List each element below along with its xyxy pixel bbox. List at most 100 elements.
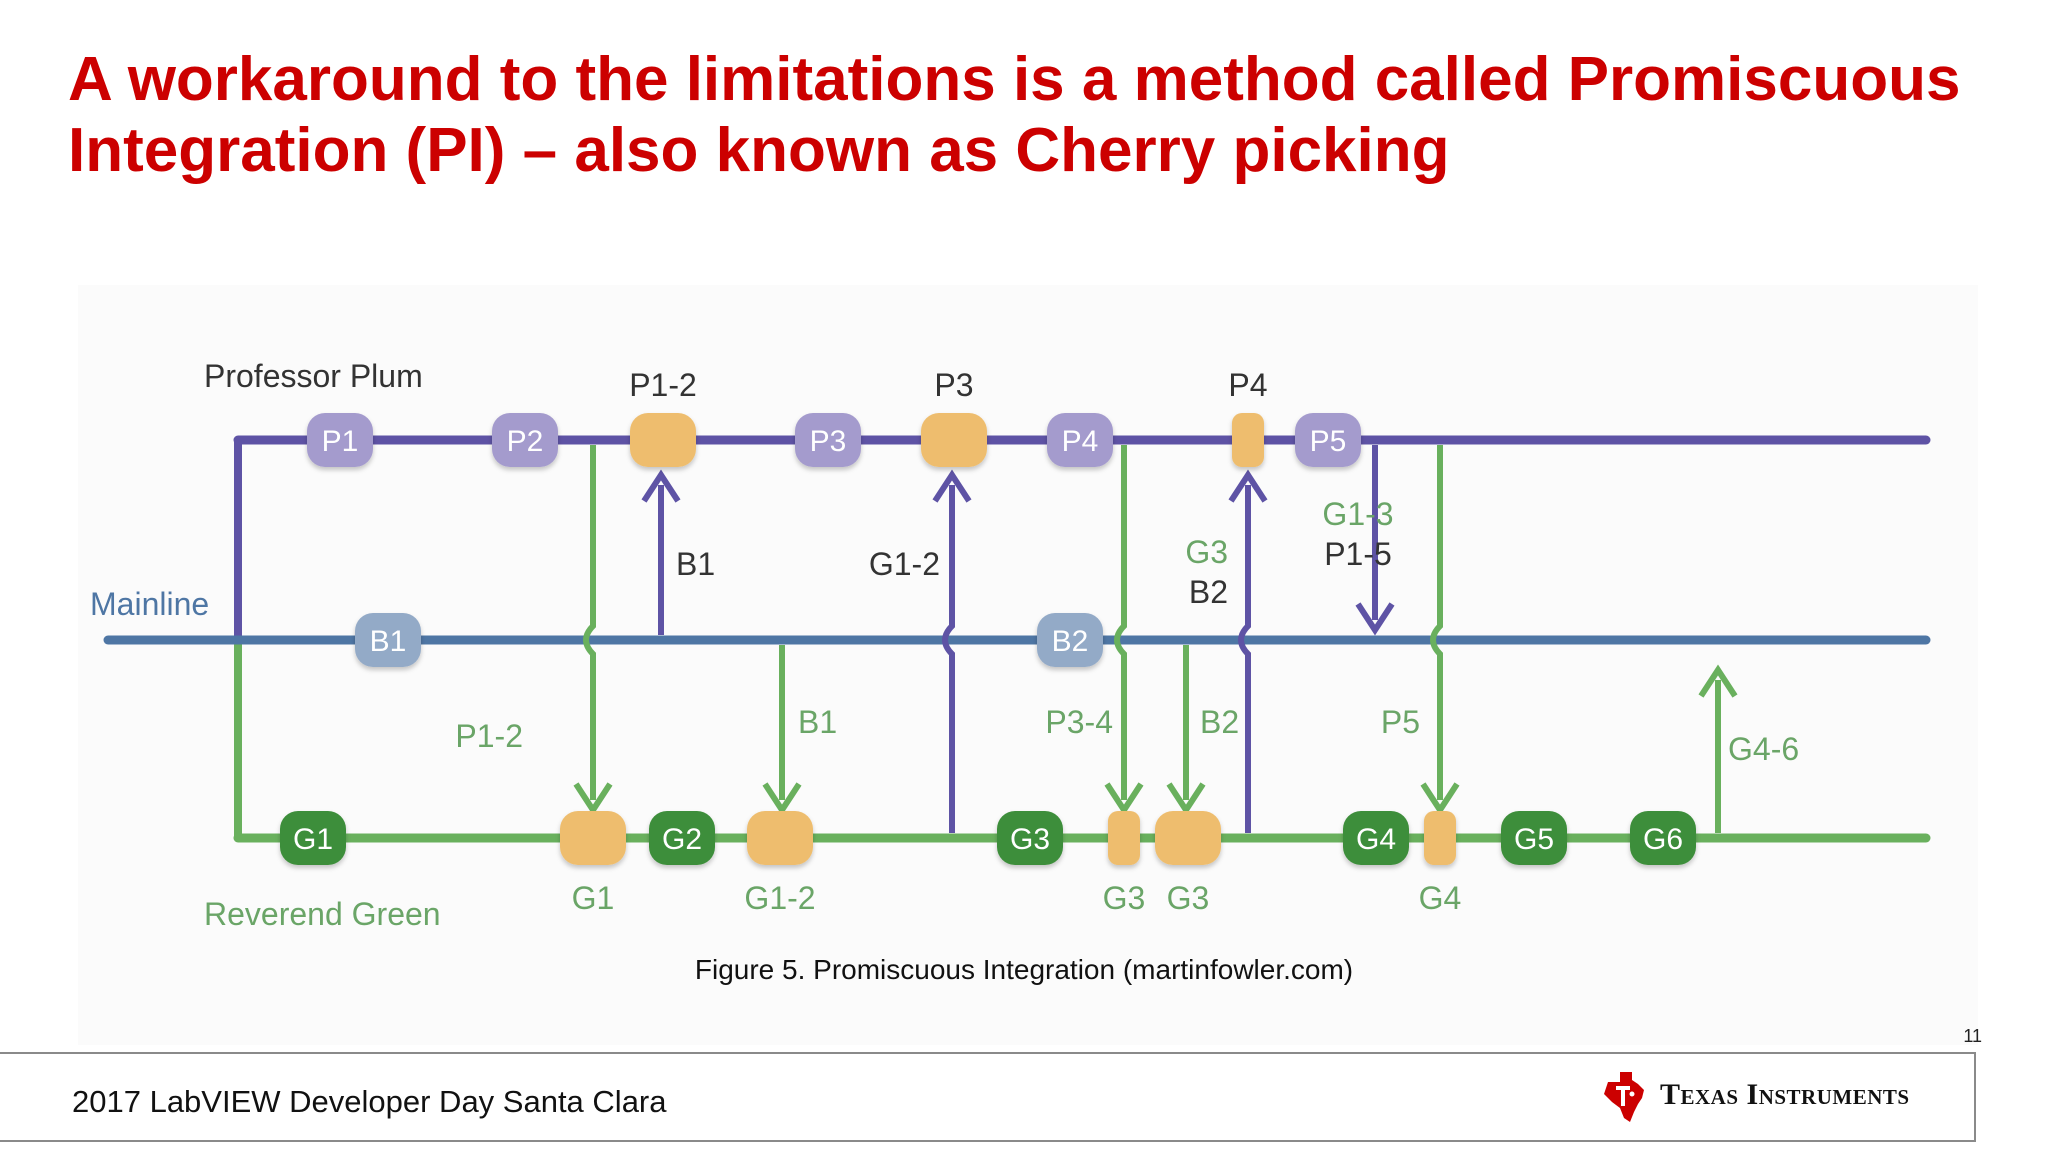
transfer-p5: P5	[1381, 445, 1460, 816]
commit-node	[1155, 811, 1221, 865]
commit-node	[280, 811, 346, 865]
transfer-label: G4-6	[1728, 731, 1799, 767]
transfer-g1-3-p1-5: G1-3P1-5	[1322, 445, 1395, 636]
arrow-head	[1420, 782, 1460, 816]
transfer-b1: B1	[762, 645, 837, 816]
commit-node	[1501, 811, 1567, 865]
ti-wordmark: Texas Instruments	[1660, 1078, 1910, 1111]
transfer-label: B2	[1189, 574, 1228, 610]
commit-node	[1424, 811, 1456, 865]
arrow-head	[1228, 469, 1268, 503]
commit-node	[1047, 413, 1113, 467]
transfer-g4-6: G4-6	[1698, 664, 1799, 833]
commit-node	[997, 811, 1063, 865]
lane-label-professor-plum: Professor Plum	[204, 358, 423, 394]
arrow-head	[641, 469, 681, 503]
transfer-label: P3-4	[1045, 704, 1113, 740]
commit-p4: P4	[1047, 413, 1113, 467]
commit-g2: G2	[649, 811, 715, 865]
commit-b1: B1	[355, 613, 421, 667]
footer-bar	[0, 1052, 1976, 1142]
arrow-shaft	[583, 445, 596, 800]
commit-node	[795, 413, 861, 467]
transfer-label: B2	[1200, 704, 1239, 740]
transfer-label: P5	[1381, 704, 1420, 740]
transfer-label: B1	[676, 546, 715, 582]
arrow-shaft	[1114, 445, 1127, 800]
commit-b2: B2	[1037, 613, 1103, 667]
transfer-label: P1-2	[455, 718, 523, 754]
commit-merge: P1-2	[629, 367, 697, 467]
commit-label: G3	[1010, 823, 1050, 856]
arrow-head	[1104, 782, 1144, 816]
commit-g6: G6	[1630, 811, 1696, 865]
commit-node	[649, 811, 715, 865]
commit-caption: G3	[1103, 880, 1146, 916]
transfer-label: G1-2	[869, 546, 940, 582]
arrow-head	[573, 782, 613, 816]
commit-merge: G1-2	[744, 811, 816, 916]
commit-merge: P3	[921, 367, 987, 467]
commit-node	[921, 413, 987, 467]
commit-node	[492, 413, 558, 467]
arrow-head	[1698, 664, 1738, 698]
page-number: 11	[1963, 1026, 1982, 1046]
commit-label: G4	[1356, 823, 1396, 856]
commit-merge: G4	[1419, 811, 1461, 916]
commit-label: B2	[1052, 625, 1089, 658]
commit-label: P2	[507, 425, 544, 458]
commit-g4: G4	[1343, 811, 1409, 865]
commit-label: G6	[1643, 823, 1683, 856]
commit-caption: G3	[1167, 880, 1210, 916]
arrow-shaft	[1238, 485, 1251, 833]
arrow-head	[1355, 602, 1395, 636]
commit-caption: P1-2	[629, 367, 697, 403]
commit-node	[560, 811, 626, 865]
transfer-label: B1	[798, 704, 837, 740]
commit-merge: P4	[1228, 367, 1268, 467]
commit-node	[1295, 413, 1361, 467]
commit-label: P4	[1062, 425, 1099, 458]
transfer-p1-2: P1-2	[455, 445, 613, 816]
commit-node	[1232, 413, 1264, 467]
commit-node	[1630, 811, 1696, 865]
transfer-label: G1-3	[1322, 496, 1393, 532]
commit-node	[307, 413, 373, 467]
slide-title: A workaround to the limitations is a met…	[68, 45, 1961, 185]
commit-p5: P5	[1295, 413, 1361, 467]
commit-caption: P3	[934, 367, 973, 403]
transfer-p3-4: P3-4	[1045, 445, 1144, 816]
commit-node	[1108, 811, 1140, 865]
commit-node	[1037, 613, 1103, 667]
transfer-b2: B2	[1166, 645, 1239, 816]
commit-g1: G1	[280, 811, 346, 865]
commit-label: P5	[1310, 425, 1347, 458]
texas-instruments-logo: Texas Instruments	[1604, 1072, 1910, 1122]
arrow-head	[1166, 782, 1206, 816]
transfer-label: P1-5	[1324, 536, 1392, 572]
commit-node	[355, 613, 421, 667]
commit-g5: G5	[1501, 811, 1567, 865]
arrow-head	[762, 782, 802, 816]
commit-label: G5	[1514, 823, 1554, 856]
commit-label: P3	[810, 425, 847, 458]
commit-label: G2	[662, 823, 702, 856]
commit-caption: P4	[1228, 367, 1267, 403]
transfer-label: G3	[1185, 534, 1228, 570]
transfer-g1-2: G1-2	[869, 469, 972, 833]
commit-label: B1	[370, 625, 407, 658]
commit-merge: G1	[560, 811, 626, 916]
ti-state-icon	[1604, 1072, 1644, 1122]
commit-merge: G3	[1103, 811, 1146, 916]
arrow-head	[932, 469, 972, 503]
commit-p1: P1	[307, 413, 373, 467]
arrow-shaft	[1430, 445, 1443, 800]
commit-node	[1343, 811, 1409, 865]
commit-node	[747, 811, 813, 865]
figure-caption: Figure 5. Promiscuous Integration (marti…	[694, 954, 1354, 985]
commit-p2: P2	[492, 413, 558, 467]
commit-p3: P3	[795, 413, 861, 467]
commit-caption: G1-2	[744, 880, 815, 916]
